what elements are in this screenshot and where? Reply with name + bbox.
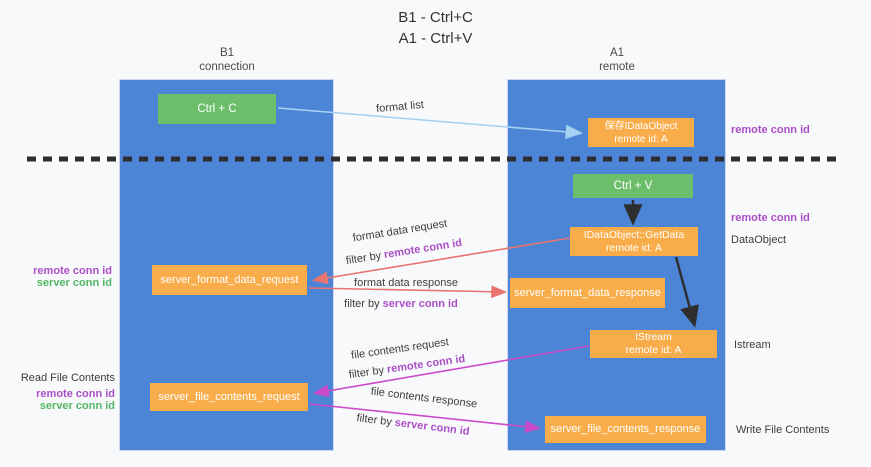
node-server-file-contents-response: server_file_contents_response	[545, 416, 706, 443]
label-file-contents-response: file contents response	[370, 385, 478, 411]
filter-by-text: filter by	[355, 412, 393, 429]
left-remote-conn-id-bottom: remote conn id	[36, 388, 115, 400]
node-server-format-data-request-label: server_format_data_request	[160, 273, 299, 286]
left-margin-read-file: Read File Contents remote conn id server…	[10, 372, 115, 412]
read-file-contents-label: Read File Contents	[20, 372, 115, 384]
left-margin-conn-ids: remote conn id server conn id	[10, 265, 112, 289]
node-server-format-data-response: server_format_data_response	[510, 278, 665, 308]
dataobject-label: DataObject	[731, 234, 787, 246]
filter-by-text: filter by	[345, 249, 383, 268]
node-server-format-data-request: server_format_data_request	[152, 265, 307, 295]
left-server-conn-id: server conn id	[36, 277, 112, 289]
label-filter-server-conn-id-file: filter by server conn id	[356, 412, 470, 438]
server-conn-id-text: server conn id	[394, 416, 471, 438]
right-column-header: A1 remote	[507, 46, 727, 74]
left-server-conn-id-bottom: server conn id	[39, 400, 115, 412]
write-file-contents-label: Write File Contents	[736, 424, 830, 436]
node-istream-title: IStream	[635, 331, 672, 343]
node-idataobject-getdata-subtitle: remote id: A	[605, 241, 663, 254]
title-line-2: A1 - Ctrl+V	[398, 30, 473, 47]
node-server-file-contents-request-label: server_file_contents_request	[158, 390, 300, 403]
node-ctrl-c-label: Ctrl + C	[197, 102, 237, 115]
title-line-1: B1 - Ctrl+C	[398, 9, 473, 26]
left-column-name: B1	[219, 47, 235, 59]
node-ctrl-v-label: Ctrl + V	[613, 179, 653, 192]
istream-label: Istream	[734, 339, 771, 351]
node-idataobject-getdata-title: IDataObject::GetData	[583, 228, 685, 241]
node-idataobject-getdata: IDataObject::GetData remote id: A	[570, 227, 698, 256]
diagram-title: B1 - Ctrl+C A1 - Ctrl+V	[0, 7, 871, 49]
right-column-name: A1	[609, 47, 625, 59]
node-server-file-contents-response-label: server_file_contents_response	[550, 423, 701, 435]
remote-conn-id-text: remote conn id	[386, 352, 466, 376]
node-server-format-data-response-label: server_format_data_response	[514, 286, 661, 299]
label-format-data-response: format data response	[354, 277, 458, 289]
label-format-list: format list	[375, 98, 425, 116]
node-ctrl-v: Ctrl + V	[573, 174, 693, 198]
node-ctrl-c: Ctrl + C	[158, 94, 276, 124]
node-save-dataobject: 保存IDataObject remote id: A	[588, 118, 694, 147]
label-filter-server-conn-id-format: filter by server conn id	[344, 298, 458, 310]
filter-by-text: filter by	[344, 298, 380, 310]
remote-conn-id-text: remote conn id	[383, 236, 463, 262]
right-column-role: remote	[599, 61, 635, 73]
left-column-role: connection	[199, 61, 255, 73]
node-istream: IStream remote id: A	[590, 330, 717, 358]
node-server-file-contents-request: server_file_contents_request	[150, 383, 308, 411]
left-column-header: B1 connection	[119, 46, 335, 74]
node-istream-subtitle: remote id: A	[625, 344, 682, 356]
node-save-dataobject-subtitle: remote id: A	[614, 133, 668, 145]
server-conn-id-text: server conn id	[382, 298, 458, 310]
filter-by-text: filter by	[348, 364, 385, 382]
node-save-dataobject-title: 保存IDataObject	[604, 120, 678, 132]
right-remote-conn-id-mid: remote conn id	[731, 212, 810, 224]
left-remote-conn-id: remote conn id	[33, 265, 112, 277]
right-remote-conn-id-top: remote conn id	[731, 124, 810, 136]
